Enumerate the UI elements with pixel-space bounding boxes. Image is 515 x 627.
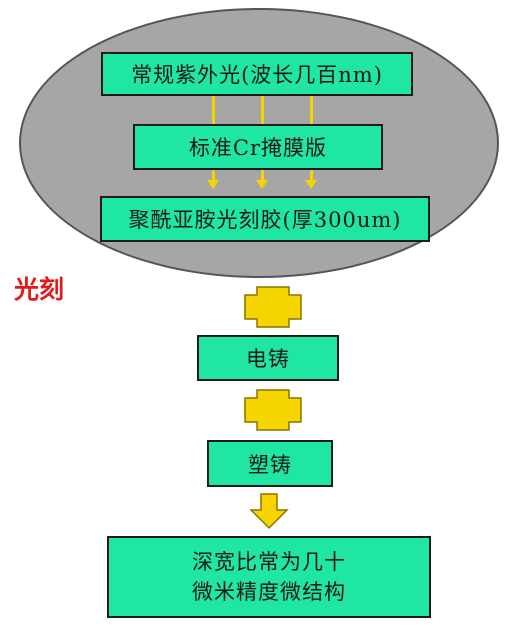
light-arrow-2-head xyxy=(256,180,268,189)
result-box: 深宽比常为几十 微米精度微结构 xyxy=(107,536,431,618)
result-line-1: 深宽比常为几十 xyxy=(192,550,346,574)
result-line-2: 微米精度微结构 xyxy=(192,580,346,604)
down-arrow xyxy=(249,493,289,530)
cross-connector-1 xyxy=(244,286,302,328)
photoresist-box: 聚酰亚胺光刻胶(厚300um) xyxy=(100,196,430,242)
light-arrow-1-head xyxy=(207,180,219,189)
cross-connector-2 xyxy=(244,389,302,431)
light-arrow-3-head xyxy=(305,180,317,189)
cr-mask-box: 标准Cr掩膜版 xyxy=(133,124,383,170)
lithography-label: 光刻 xyxy=(14,275,65,304)
electroform-box: 电铸 xyxy=(197,335,339,381)
molding-box: 塑铸 xyxy=(207,440,333,487)
uv-light-box: 常规紫外光(波长几百nm) xyxy=(101,52,413,96)
